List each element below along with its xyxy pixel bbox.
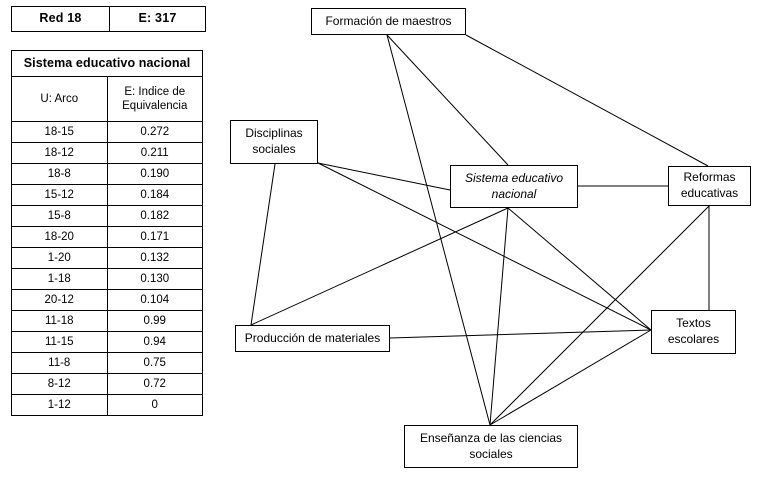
column-header-arc: U: Arco [11,76,108,122]
equivalence-cell: 0 [106,394,203,416]
equivalence-cell: 0.132 [106,247,203,269]
network-summary-table: Red 18 E: 317 [11,6,206,32]
diagram-edge-disciplinas-sistema [317,162,451,191]
diagram-edge-produccion-sistema [250,207,509,326]
arc-cell: 18-15 [11,121,108,143]
arc-cell: 11-18 [11,310,108,332]
equivalence-cell: 0.130 [106,268,203,290]
arc-equivalence-table: Sistema educativo nacional U: Arco E: In… [11,50,203,416]
diagram-node-produccion[interactable]: Producción de materiales [235,325,390,352]
diagram-edge-disciplinas-textos [317,162,652,331]
diagram-edge-formacion-reformas [465,34,709,167]
diagram-node-ensenanza[interactable]: Enseñanza de las ciencias sociales [404,425,578,468]
equivalence-cell: 0.104 [106,289,203,311]
equivalence-cell: 0.184 [106,184,203,206]
diagram-node-textos[interactable]: Textos escolares [651,310,736,354]
diagram-edge-layer [250,34,710,426]
equivalence-cell: 0.72 [106,373,203,395]
arc-cell: 20-12 [11,289,108,311]
diagram-node-sistema[interactable]: Sistema educativo nacional [450,165,578,208]
equivalence-cell: 0.99 [106,310,203,332]
arc-cell: 1-12 [11,394,108,416]
network-id-cell: Red 18 [11,6,110,32]
equivalence-cell: 0.182 [106,205,203,227]
equivalence-cell: 0.272 [106,121,203,143]
diagram-edge-formacion-sistema [386,34,509,166]
diagram-edge-sistema-ensenanza [489,207,509,426]
equivalence-cell: 0.75 [106,352,203,374]
diagram-edge-sistema-textos [507,207,652,331]
arc-cell: 1-18 [11,268,108,290]
table-title-row: Sistema educativo nacional [11,50,203,77]
diagram-edge-reformas-ensenanza [489,205,710,426]
diagram-node-disciplinas[interactable]: Disciplinas sociales [230,120,318,164]
arc-cell: 11-15 [11,331,108,353]
equivalence-cell: 0.171 [106,226,203,248]
equivalence-cell: 0.94 [106,331,203,353]
table-row: Red 18 E: 317 [11,6,206,32]
diagram-edge-textos-ensenanza [489,329,652,426]
arc-cell: 15-12 [11,184,108,206]
arc-cell: 8-12 [11,373,108,395]
diagram-node-formacion[interactable]: Formación de maestros [311,8,466,35]
data-tables-panel: Red 18 E: 317 Sistema educativo nacional… [11,6,206,416]
diagram-edge-produccion-textos [389,329,652,339]
arc-cell: 11-8 [11,352,108,374]
arc-cell: 15-8 [11,205,108,227]
arc-cell: 1-20 [11,247,108,269]
arc-cell: 18-12 [11,142,108,164]
diagram-edge-disciplinas-produccion [250,163,276,326]
diagram-edge-formacion-ensenanza [386,34,491,426]
arc-cell: 18-8 [11,163,108,185]
equivalence-cell: 0.211 [106,142,203,164]
arc-table-title: Sistema educativo nacional [11,50,203,77]
diagram-node-reformas[interactable]: Reformas educativas [668,166,751,206]
table-header-row: U: Arco E: Indice de Equivalencia [11,76,203,122]
network-equivalence-cell: E: 317 [109,6,206,32]
column-header-equivalence: E: Indice de Equivalencia [106,76,203,122]
arc-cell: 18-20 [11,226,108,248]
equivalence-cell: 0.190 [106,163,203,185]
